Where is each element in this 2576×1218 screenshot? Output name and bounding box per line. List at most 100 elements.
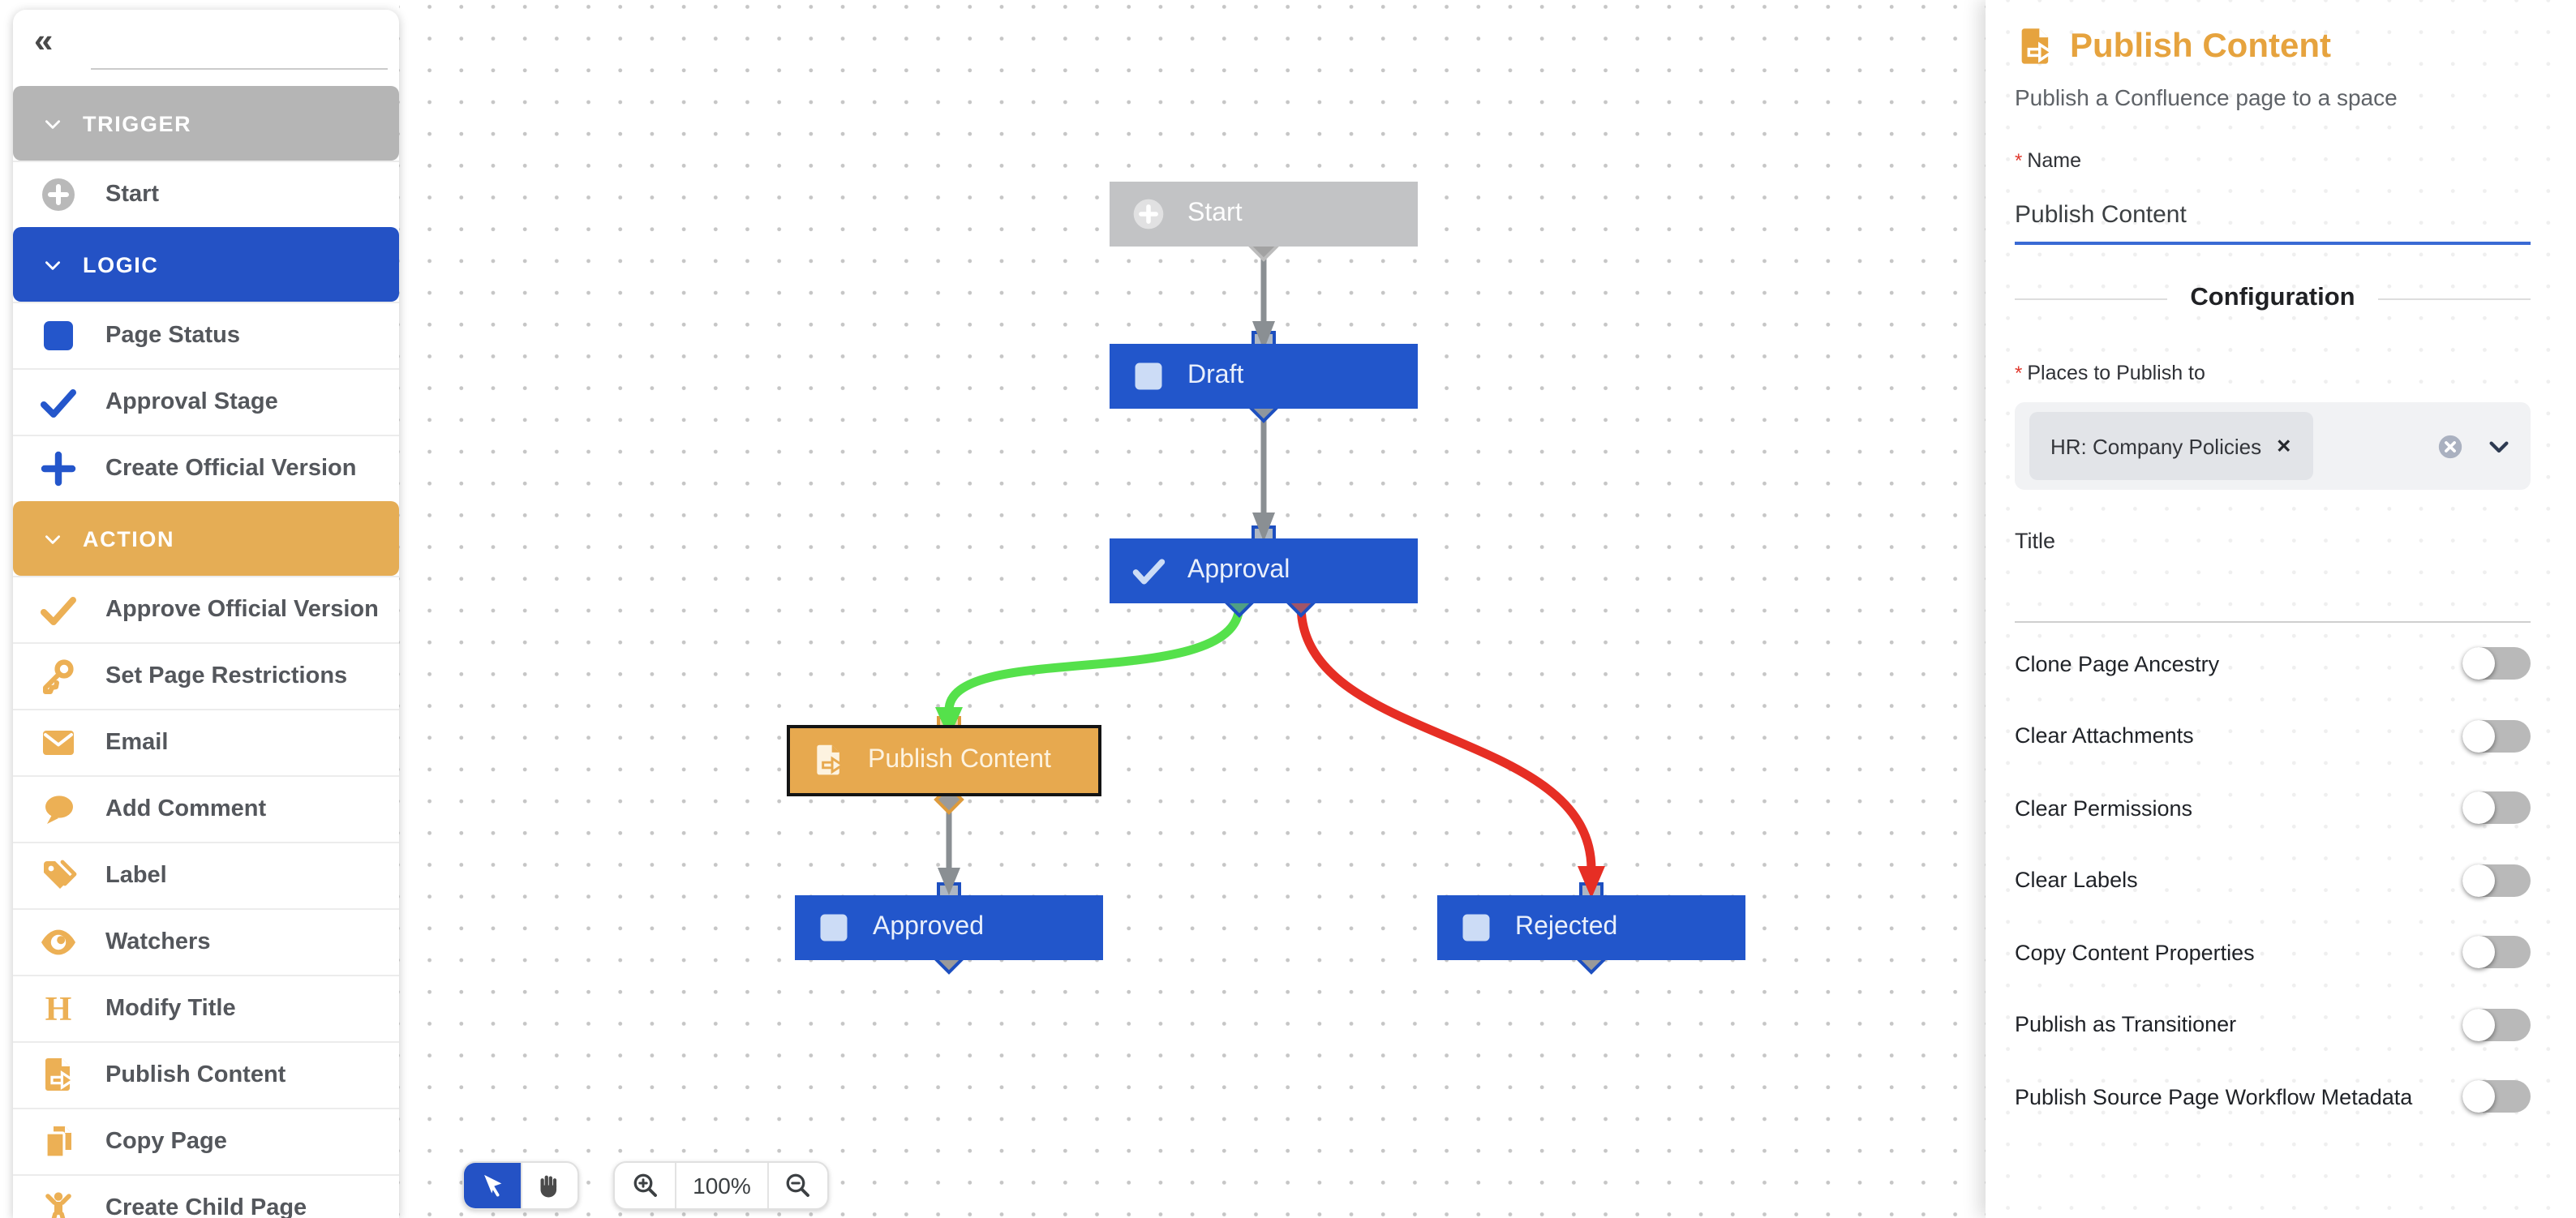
toggle-row-copy-content-properties: Copy Content Properties (2015, 916, 2531, 989)
clear-permissions-toggle[interactable] (2462, 791, 2531, 825)
publish-source-page-workflow-metadata-toggle[interactable] (2462, 1080, 2531, 1113)
palette-item-label: Set Page Restrictions (105, 663, 348, 689)
panel-title-row: Publish Content (2015, 26, 2531, 68)
palette-item-watchers[interactable]: Watchers (13, 908, 399, 975)
hand-icon (541, 1174, 558, 1197)
person-icon (45, 1192, 71, 1218)
toggle-list: Clone Page Ancestry Clear Attachments Cl… (2015, 623, 2531, 1133)
zoom-out-button[interactable] (766, 1163, 827, 1208)
toggle-row-clear-permissions: Clear Permissions (2015, 772, 2531, 844)
plus-icon (41, 451, 76, 487)
toggle-row-clear-labels: Clear Labels (2015, 844, 2531, 916)
node-rejected[interactable]: Rejected (1437, 895, 1745, 960)
palette-item-publish-content[interactable]: Publish Content (13, 1041, 399, 1108)
section-header-action[interactable]: ACTION (13, 501, 399, 576)
zoom-level-display: 100% (675, 1163, 766, 1208)
toggle-knob (2462, 719, 2495, 753)
node-approval[interactable]: Approval (1110, 538, 1418, 603)
toggle-knob (2462, 936, 2495, 969)
clear-labels-toggle[interactable] (2462, 864, 2531, 897)
node-publish-content[interactable]: Publish Content (787, 725, 1101, 796)
square-icon (44, 321, 73, 350)
square-icon (820, 914, 848, 941)
chevron-down-icon[interactable] (2487, 434, 2511, 458)
circle-plus-icon (42, 178, 75, 211)
name-input[interactable]: Publish Content (2015, 201, 2531, 245)
chip-remove-button[interactable]: ✕ (2276, 438, 2292, 457)
toggle-row-publish-as-transitioner: Publish as Transitioner (2015, 989, 2531, 1061)
section-label: LOGIC (83, 252, 159, 277)
section-header-logic[interactable]: LOGIC (13, 227, 399, 302)
node-label: Approved (873, 913, 984, 941)
node-palette-sidebar: « TRIGGER Start LOGIC Page (13, 10, 399, 1218)
sidebar-topbar: « (13, 10, 399, 86)
eye-icon (41, 929, 75, 955)
palette-item-label: Modify Title (105, 996, 236, 1022)
check-icon (41, 389, 76, 418)
node-label: Start (1187, 199, 1243, 227)
chevron-down-icon (45, 260, 60, 269)
node-approved[interactable]: Approved (795, 895, 1103, 960)
square-icon (1462, 914, 1490, 941)
node-label: Draft (1187, 362, 1244, 389)
places-field-label: *Places to Publish to (2015, 362, 2205, 384)
divider (2377, 298, 2531, 299)
clone-page-ancestry-toggle[interactable] (2462, 647, 2531, 680)
node-label: Publish Content (868, 746, 1051, 774)
palette-item-add-comment[interactable]: Add Comment (13, 775, 399, 842)
section-label: TRIGGER (83, 111, 192, 135)
clear-attachments-toggle[interactable] (2462, 719, 2531, 753)
node-draft[interactable]: Draft (1110, 344, 1418, 409)
pointer-tool-button[interactable] (464, 1163, 521, 1208)
palette-item-label: Watchers (105, 929, 211, 955)
collapse-sidebar-button[interactable]: « (34, 23, 54, 60)
palette-item-approval-stage[interactable]: Approval Stage (13, 368, 399, 435)
title-input[interactable] (2015, 553, 2531, 623)
chevron-down-icon (45, 119, 60, 128)
speech-bubble-icon (45, 796, 73, 824)
zoom-in-button[interactable] (615, 1163, 676, 1208)
toggle-row-publish-source-page-workflow-metadata: Publish Source Page Workflow Metadata (2015, 1061, 2531, 1133)
toggle-knob (2462, 647, 2495, 680)
check-icon (41, 597, 76, 625)
publish-as-transitioner-toggle[interactable] (2462, 1008, 2531, 1041)
key-icon (43, 659, 74, 694)
toggle-knob (2462, 864, 2495, 897)
check-icon (1132, 559, 1166, 585)
palette-item-create-child-page[interactable]: Create Child Page (13, 1174, 399, 1218)
zoom-in-icon (633, 1173, 657, 1197)
palette-item-label: Page Status (105, 323, 240, 349)
square-icon (1135, 362, 1162, 390)
palette-item-page-status[interactable]: Page Status (13, 302, 399, 368)
palette-item-label: Create Official Version (105, 456, 357, 482)
palette-item-email[interactable]: Email (13, 709, 399, 775)
palette-item-label: Copy Page (105, 1129, 227, 1155)
section-header-trigger[interactable]: TRIGGER (13, 86, 399, 161)
palette-item-copy-page[interactable]: Copy Page (13, 1108, 399, 1174)
clear-all-icon[interactable] (2436, 432, 2464, 460)
palette-search-input[interactable] (91, 68, 388, 70)
palette-item-create-official-version[interactable]: Create Official Version (13, 435, 399, 501)
node-start[interactable]: Start (1110, 182, 1418, 247)
panel-subtitle: Publish a Confluence page to a space (2015, 84, 2398, 110)
palette-item-label: Email (105, 730, 169, 756)
heading-icon: H (45, 991, 72, 1028)
pan-tool-button[interactable] (520, 1163, 577, 1208)
toggle-row-clear-attachments: Clear Attachments (2015, 700, 2531, 772)
palette-item-approve-official-version[interactable]: Approve Official Version (13, 576, 399, 642)
name-field-label: *Name (2015, 149, 2082, 172)
tag-icon (44, 860, 77, 889)
places-multiselect[interactable]: HR: Company Policies ✕ (2015, 402, 2531, 490)
required-marker: * (2015, 362, 2023, 384)
palette-item-modify-title[interactable]: H Modify Title (13, 975, 399, 1041)
toggle-knob (2462, 1080, 2495, 1113)
palette-item-label: Start (105, 182, 160, 208)
palette-item-label[interactable]: Label (13, 842, 399, 908)
palette-item-start[interactable]: Start (13, 161, 399, 227)
doc-arrow-icon (2021, 28, 2054, 64)
palette-item-set-page-restrictions[interactable]: Set Page Restrictions (13, 642, 399, 709)
envelope-icon (43, 731, 74, 755)
copy-content-properties-toggle[interactable] (2462, 936, 2531, 969)
panel-title: Publish Content (2070, 28, 2331, 65)
